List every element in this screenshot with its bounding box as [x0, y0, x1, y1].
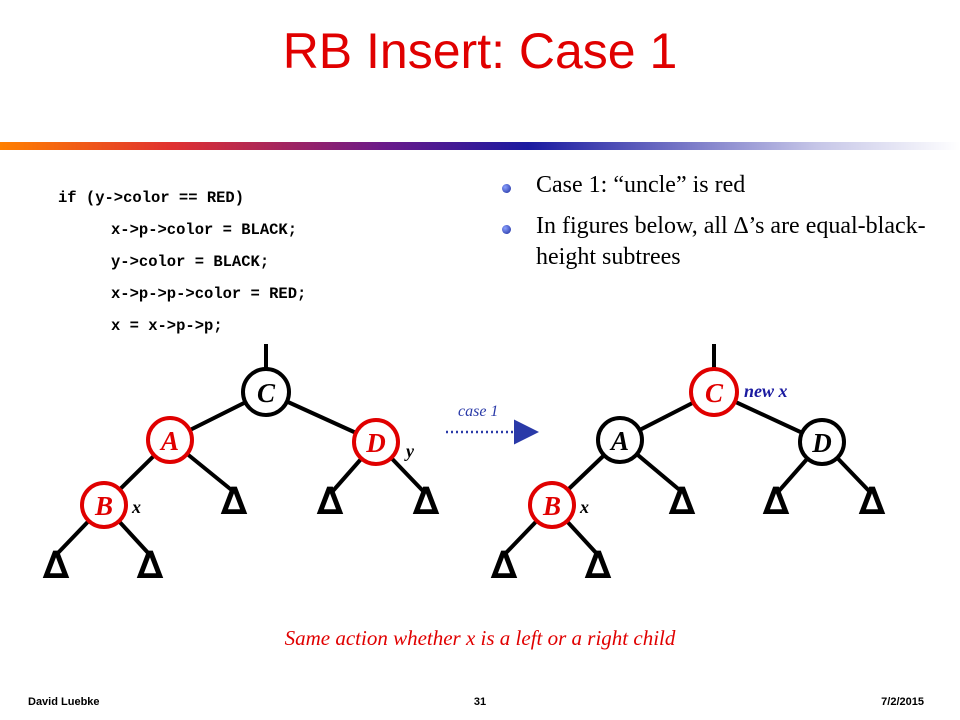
- right-node-a: A: [596, 416, 644, 464]
- right-node-c: C: [689, 367, 739, 417]
- code-line: if (y->color == RED): [58, 189, 245, 207]
- left-node-a: A: [146, 416, 194, 464]
- node-label: A: [609, 426, 629, 456]
- delta-subtree-icon: ∆: [317, 479, 344, 523]
- y-annotation: y: [404, 441, 415, 461]
- node-label: B: [542, 491, 561, 521]
- bullet-text: In figures below, all ∆’s are equal-blac…: [536, 213, 926, 270]
- slide-title: RB Insert: Case 1: [282, 23, 678, 79]
- bullet-item: Case 1: “uncle” is red: [498, 170, 938, 201]
- delta-subtree-icon: ∆: [763, 479, 790, 523]
- node-label: B: [94, 491, 113, 521]
- delta-subtree-icon: ∆: [859, 479, 886, 523]
- footer-page-number: 31: [473, 696, 487, 708]
- right-node-b: B: [528, 481, 576, 529]
- delta-subtree-icon: ∆: [221, 479, 248, 523]
- delta-subtree-icon: ∆: [669, 479, 696, 523]
- bullet-text: Case 1: “uncle” is red: [536, 172, 746, 198]
- footer-author: David Luebke: [28, 696, 100, 708]
- footer-date: 7/2/2015: [881, 696, 924, 708]
- code-line: x->p->color = BLACK;: [111, 221, 298, 239]
- left-node-b: B: [80, 481, 128, 529]
- delta-subtree-icon: ∆: [585, 543, 612, 587]
- code-line: y->color = BLACK;: [111, 253, 270, 271]
- new-x-annotation: new x: [744, 381, 788, 401]
- right-node-d: D: [798, 418, 846, 466]
- caption: Same action whether x is a left or a rig…: [284, 626, 676, 650]
- code-line: x->p->p->color = RED;: [111, 285, 307, 303]
- node-label: A: [159, 426, 179, 456]
- left-node-c: C: [241, 367, 291, 417]
- left-node-d: D: [352, 418, 400, 466]
- bullet-item: In figures below, all ∆’s are equal-blac…: [498, 211, 938, 273]
- delta-subtree-icon: ∆: [137, 543, 164, 587]
- node-label: D: [365, 428, 386, 458]
- node-label: D: [811, 428, 832, 458]
- x-annotation: x: [579, 497, 589, 517]
- node-label: C: [705, 378, 724, 408]
- delta-subtree-icon: ∆: [491, 543, 518, 587]
- code-line: x = x->p->p;: [111, 317, 223, 335]
- title-divider: [0, 142, 960, 150]
- node-label: C: [257, 378, 276, 408]
- code-block: if (y->color == RED) x->p->color = BLACK…: [58, 182, 306, 342]
- bullet-dot-icon: [502, 225, 511, 234]
- case-1-label: case 1: [458, 403, 498, 420]
- bullet-list: Case 1: “uncle” is red In figures below,…: [498, 170, 938, 283]
- bullet-dot-icon: [502, 184, 511, 193]
- delta-subtree-icon: ∆: [43, 543, 70, 587]
- delta-subtree-icon: ∆: [413, 479, 440, 523]
- x-annotation: x: [131, 497, 141, 517]
